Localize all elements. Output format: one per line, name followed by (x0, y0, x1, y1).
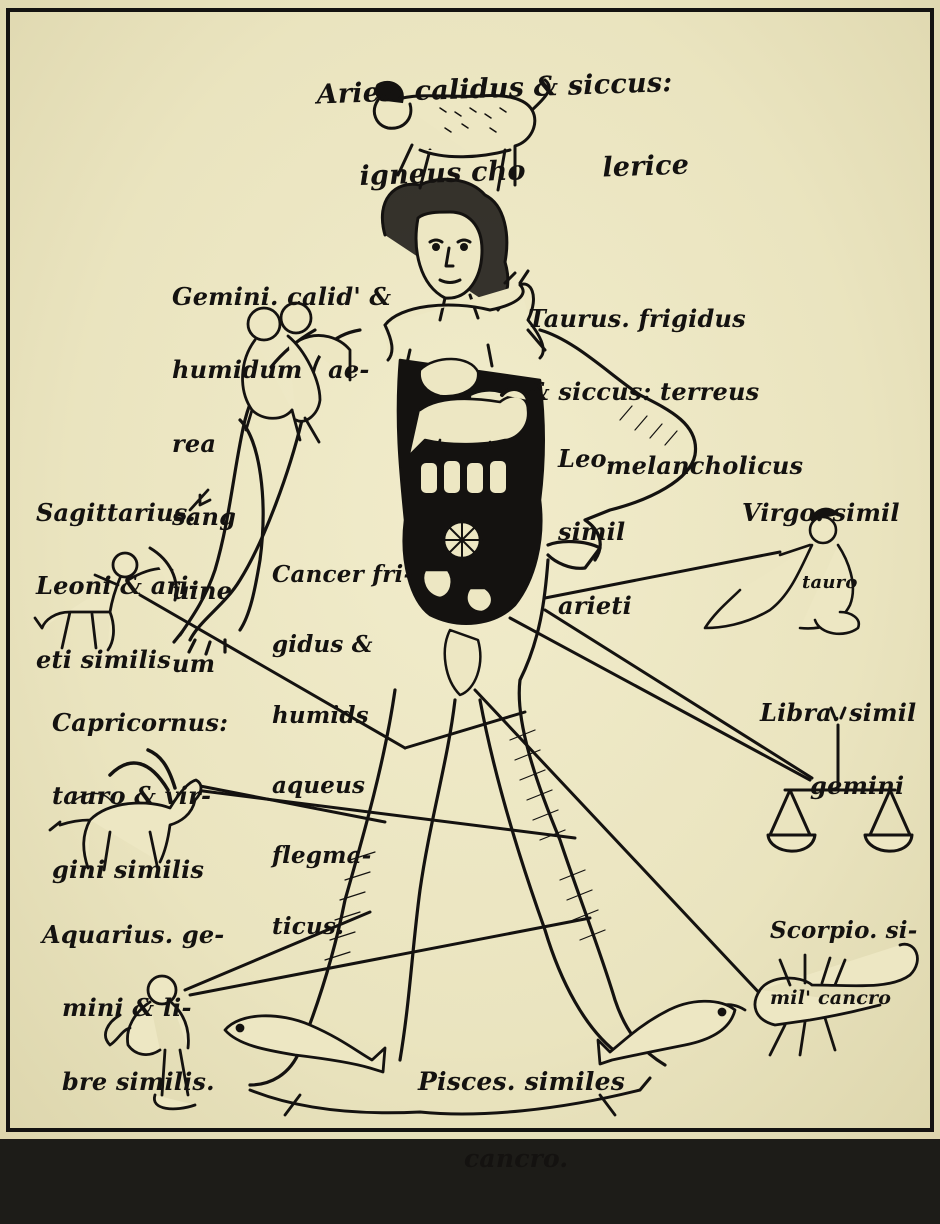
gemini-caption-line: rea (172, 432, 391, 456)
cancer-caption-line: Cancer fri- (272, 563, 413, 586)
cancer-caption-line: flegma- (272, 844, 413, 867)
aries-caption-line: igneus cho lerice (359, 151, 690, 190)
gemini-caption-line: humidum ae- (172, 358, 391, 382)
aries-caption: Aries. calidus & siccus: igneus cho leri… (314, 14, 691, 247)
libra-caption-line: gemini (810, 774, 916, 798)
taurus-caption-line: Taurus. frigidus (528, 307, 803, 331)
virgo-caption-line: tauro (802, 574, 900, 592)
cancer-caption-line: humids (272, 704, 413, 727)
scorpio-caption-line: Scorpio. si- (770, 919, 917, 942)
libra-caption-line: Libra. simil (760, 701, 916, 725)
leo-caption: Leo. simil arieti (558, 398, 632, 667)
virgo-caption-line: Virgo. simil (742, 501, 900, 525)
aquarius-caption-line: bre similis. (62, 1070, 224, 1094)
woodcut-plate: Aries. calidus & siccus: igneus cho leri… (0, 0, 940, 1139)
leo-caption-line: simil (558, 520, 632, 544)
leo-caption-line: arieti (558, 594, 632, 618)
aquarius-caption-line: Aquarius. ge- (42, 923, 224, 947)
scorpio-caption: Scorpio. si- mil' cancro (770, 872, 917, 1056)
cancer-caption-line: aqueus (272, 774, 413, 797)
capricornus-caption-line: tauro & vir- (52, 784, 228, 808)
capricornus-caption-line: Capricornus: (52, 711, 228, 735)
pisces-caption: Pisces. similes cancro. (418, 1018, 625, 1222)
gemini-caption-line: Gemini. calid' & (172, 285, 391, 309)
libra-caption: Libra. simil gemini (760, 652, 916, 848)
cancer-caption-line: gidus & (272, 633, 413, 656)
virgo-caption: Virgo. simil tauro (742, 452, 900, 642)
leo-caption-line: Leo. (558, 447, 632, 471)
sagittarius-caption-line: Leoni & ari- (36, 574, 199, 598)
sagittarius-caption-line: Sagittarius. (36, 501, 199, 525)
cancer-caption-line: ticus. (272, 915, 413, 938)
aquarius-caption-line: mini & li- (62, 996, 224, 1020)
cancer-caption: Cancer fri- gidus & humids aqueus flegma… (272, 516, 413, 985)
aquarius-caption: Aquarius. ge- mini & li- bre similis. (42, 874, 224, 1143)
aries-caption-line: Aries. calidus & siccus: (316, 69, 687, 109)
scorpio-caption-line: mil' cancro (770, 989, 917, 1008)
pisces-caption-line: cancro. (464, 1146, 625, 1172)
pisces-caption-line: Pisces. similes (418, 1069, 625, 1095)
